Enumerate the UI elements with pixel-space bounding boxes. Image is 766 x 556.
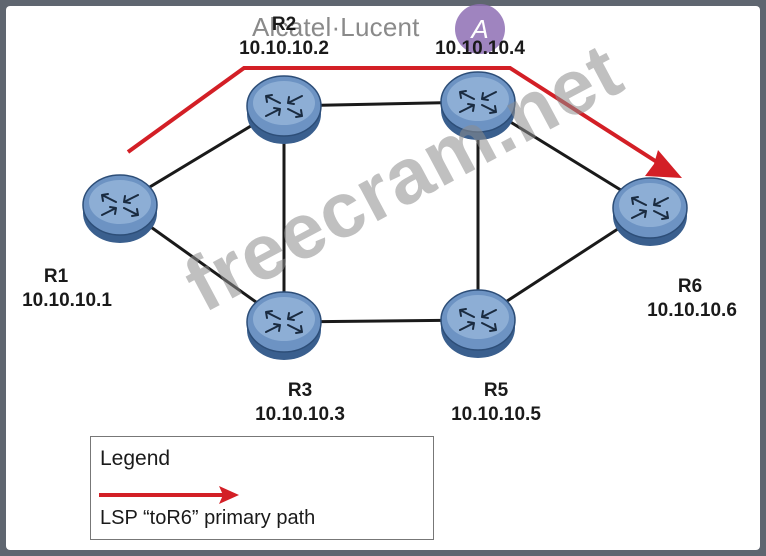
- legend-box: Legend LSP “toR6” primary path: [90, 436, 434, 540]
- brand-name: Alcatel·Lucent: [252, 12, 420, 42]
- router-r4-address: 10.10.10.4: [435, 38, 525, 59]
- legend-lsp-label: LSP “toR6” primary path: [100, 507, 316, 529]
- router-r4-icon[interactable]: [440, 71, 516, 140]
- router-r1-icon[interactable]: [82, 174, 158, 243]
- router-r1-address: 10.10.10.1: [22, 290, 112, 311]
- legend-title: Legend: [100, 447, 171, 470]
- router-r6-name: R6: [677, 276, 703, 297]
- router-r5-address: 10.10.10.5: [451, 404, 541, 425]
- router-r3-address: 10.10.10.3: [255, 404, 345, 425]
- router-r2-address: 10.10.10.2: [239, 38, 329, 59]
- brand-logo-icon: A: [455, 4, 505, 54]
- lsp-arrowhead-icon: [645, 150, 682, 178]
- router-r2-name: R2: [271, 14, 297, 35]
- router-r5-icon[interactable]: [440, 289, 516, 358]
- router-r6-address: 10.10.10.6: [647, 300, 737, 321]
- router-r1-name: R1: [43, 266, 69, 287]
- router-r6-icon[interactable]: [612, 177, 688, 246]
- lsp-primary-path-arrow: [126, 66, 662, 166]
- router-r3-name: R3: [287, 380, 313, 401]
- router-r2-icon[interactable]: [246, 75, 322, 144]
- legend-lsp-arrow-icon: [99, 486, 239, 504]
- router-r5-name: R5: [483, 380, 509, 401]
- router-r3-icon[interactable]: [246, 291, 322, 360]
